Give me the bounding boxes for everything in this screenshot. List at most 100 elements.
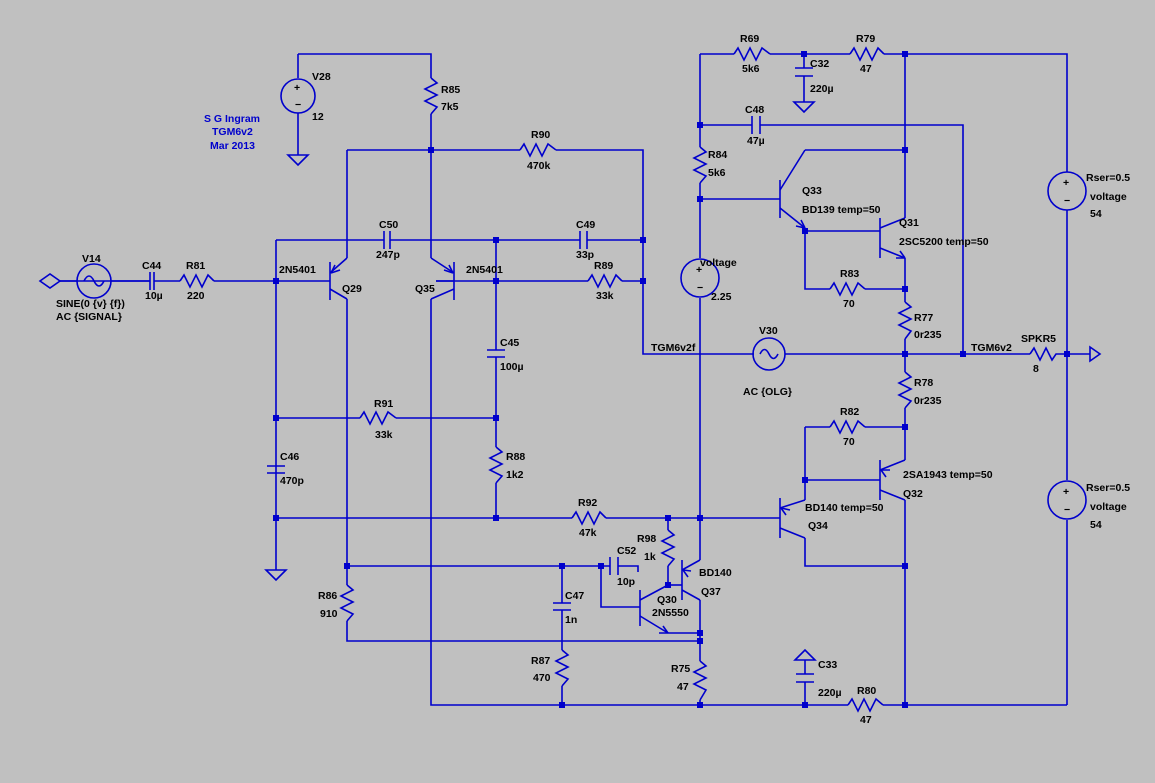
r90-name: R90 xyxy=(531,129,550,141)
grounds xyxy=(264,101,817,661)
r77-name: R77 xyxy=(914,312,933,324)
q35-name: Q35 xyxy=(415,283,435,295)
transistors xyxy=(329,149,906,634)
resistor-r87 xyxy=(554,649,570,687)
resistor-r78 xyxy=(897,371,913,409)
output-port-arrow xyxy=(1089,345,1102,363)
author-note: S G Ingram xyxy=(204,113,260,125)
dc-source-top: +− xyxy=(1047,171,1087,211)
resistor-r88 xyxy=(488,446,504,484)
capacitor-c48 xyxy=(751,116,761,134)
net-label-in: TGM6v2f xyxy=(651,342,696,354)
c49-value: 33p xyxy=(576,249,594,261)
q31-name: Q31 xyxy=(899,217,919,229)
r81-name: R81 xyxy=(186,260,205,272)
date-note: Mar 2013 xyxy=(210,140,255,152)
transistor-q30 xyxy=(639,572,700,634)
ground-symbol xyxy=(793,648,817,661)
c47-value: 1n xyxy=(565,614,577,626)
resistor-r79 xyxy=(849,46,885,62)
svg-text:+: + xyxy=(1063,177,1069,189)
c45-value: 100µ xyxy=(500,361,524,373)
r83-value: 70 xyxy=(843,298,855,310)
vbias-value: 2.25 xyxy=(711,291,732,303)
resistor-r77 xyxy=(897,301,913,340)
q34-model: BD140 temp=50 xyxy=(805,502,884,514)
q32-name: Q32 xyxy=(903,488,923,500)
v14-name: V14 xyxy=(82,253,101,265)
resistor-spkr5 xyxy=(1029,346,1058,362)
junction-dots xyxy=(273,51,1070,708)
c50-value: 247p xyxy=(376,249,400,261)
svg-text:−: − xyxy=(1064,504,1070,516)
svg-text:+: + xyxy=(696,264,702,276)
dc-source-v28: +− xyxy=(280,78,316,114)
dc-source-vbias: +− xyxy=(680,258,720,298)
v30-value: AC {OLG} xyxy=(743,386,792,398)
r82-name: R82 xyxy=(840,406,859,418)
c47-name: C47 xyxy=(565,590,584,602)
r90-value: 470k xyxy=(527,160,551,172)
q32-model: 2SA1943 temp=50 xyxy=(903,469,993,481)
r79-name: R79 xyxy=(856,33,875,45)
vsup-top-value: 54 xyxy=(1090,208,1102,220)
resistor-r80 xyxy=(847,697,884,713)
svg-text:+: + xyxy=(1063,486,1069,498)
c52-name: C52 xyxy=(617,545,636,557)
ground-symbol xyxy=(286,154,310,167)
capacitor-c47 xyxy=(553,602,571,611)
c49-name: C49 xyxy=(576,219,595,231)
resistor-r98 xyxy=(660,529,676,567)
transistor-q33 xyxy=(779,149,806,229)
r78-value: 0r235 xyxy=(914,395,942,407)
c50-name: C50 xyxy=(379,219,398,231)
resistor-r86 xyxy=(339,584,355,622)
svg-text:−: − xyxy=(697,282,703,294)
r83-name: R83 xyxy=(840,268,859,280)
ports xyxy=(38,273,1102,363)
svg-text:−: − xyxy=(1064,195,1070,207)
v28-name: V28 xyxy=(312,71,331,83)
design-note: TGM6v2 xyxy=(212,126,253,138)
r77-value: 0r235 xyxy=(914,329,942,341)
r81-value: 220 xyxy=(187,290,205,302)
capacitor-c50 xyxy=(383,231,391,249)
resistors xyxy=(179,46,1058,713)
ground-symbol xyxy=(792,101,816,114)
resistor-r83 xyxy=(829,281,866,297)
capacitor-c52 xyxy=(609,557,619,575)
r91-value: 33k xyxy=(375,429,393,441)
q34-name: Q34 xyxy=(808,520,828,532)
vsup-top-line2: voltage xyxy=(1090,191,1127,203)
r89-name: R89 xyxy=(594,260,613,272)
labels: S G Ingram TGM6v2 Mar 2013 TGM6v2f TGM6v… xyxy=(56,33,1130,726)
r88-value: 1k2 xyxy=(506,469,524,481)
r84-name: R84 xyxy=(708,149,727,161)
r86-value: 910 xyxy=(320,608,338,620)
capacitor-c45 xyxy=(487,349,505,358)
q30-model: 2N5550 xyxy=(652,607,689,619)
q33-name: Q33 xyxy=(802,185,822,197)
transistor-q35 xyxy=(430,257,455,300)
r78-name: R78 xyxy=(914,377,933,389)
capacitor-c33 xyxy=(796,673,814,683)
resistor-r91 xyxy=(359,410,397,426)
resistor-r85 xyxy=(423,77,439,115)
r79-value: 47 xyxy=(860,63,872,75)
v28-value: 12 xyxy=(312,111,324,123)
r98-value: 1k xyxy=(644,551,656,563)
wires xyxy=(60,53,1090,706)
c32-name: C32 xyxy=(810,58,829,70)
resistor-r82 xyxy=(829,419,866,435)
resistor-r92 xyxy=(571,510,607,526)
input-port-arrow xyxy=(38,273,62,289)
r92-value: 47k xyxy=(579,527,597,539)
ac-source-v30 xyxy=(752,337,786,371)
resistor-r84 xyxy=(692,146,708,184)
svg-text:+: + xyxy=(294,82,300,94)
r91-name: R91 xyxy=(374,398,393,410)
r92-name: R92 xyxy=(578,497,597,509)
q29-name: Q29 xyxy=(342,283,362,295)
r80-value: 47 xyxy=(860,714,872,726)
transistor-q37 xyxy=(668,559,701,601)
